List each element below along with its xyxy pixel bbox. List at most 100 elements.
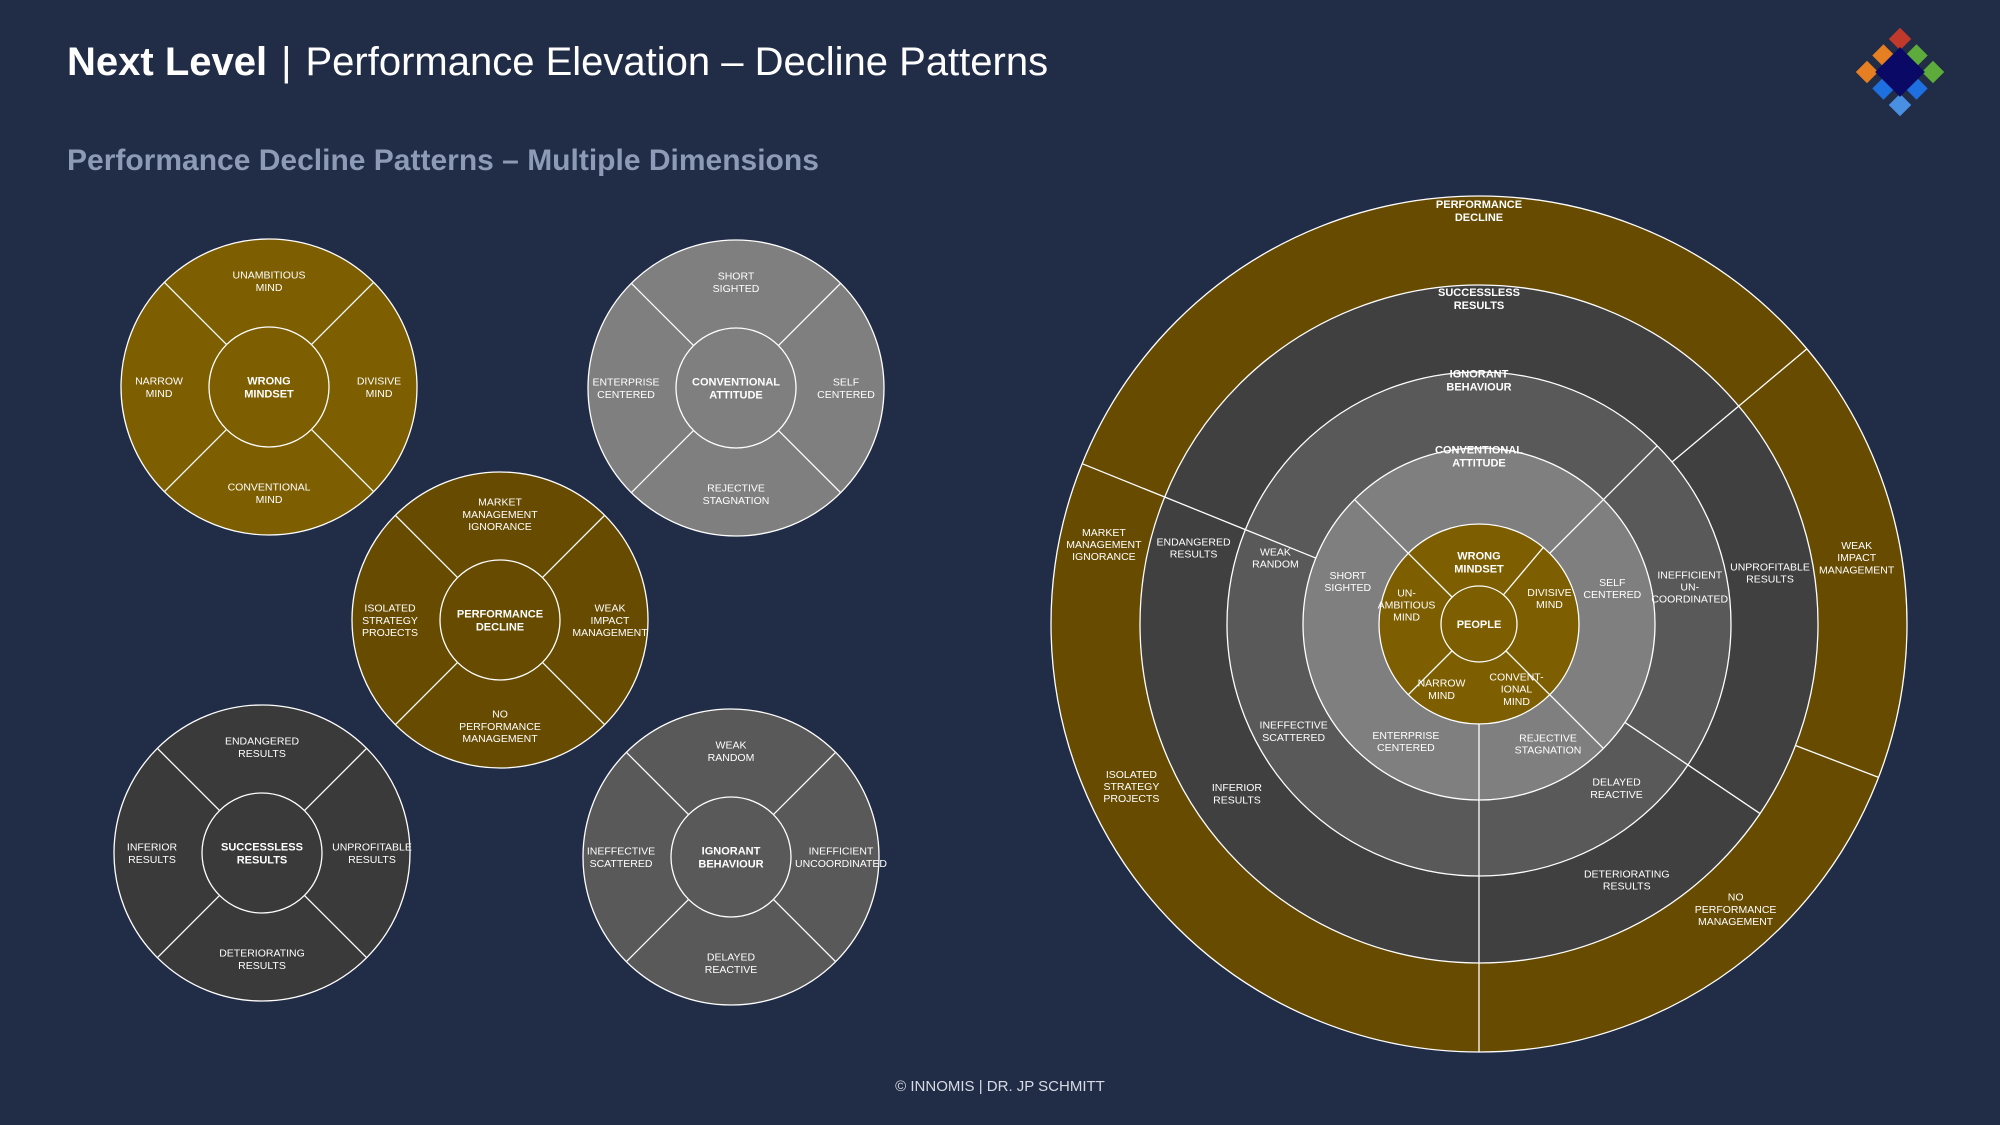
title-rest: Performance Elevation – Decline Patterns [305,40,1049,84]
big-wheel-divider [1624,721,1689,766]
logo-diamond-mosaic-icon [1855,27,1945,117]
big-wheel-divider [1602,445,1658,501]
big-wheel-divider [1245,528,1317,559]
wheel-divider [310,281,375,346]
big-wheel-divider [1354,499,1409,554]
wheel-divider [625,898,690,963]
big-wheel-divider [1505,650,1551,696]
big-wheel-divider [1795,744,1879,778]
wheel-inner-circle [675,327,797,449]
logo-center-tile [1875,47,1925,97]
title-bold: Next Level [67,40,268,84]
wheel-divider [777,282,842,347]
footer-copyright: © INNOMIS | DR. JP SCHMITT [895,1078,1105,1095]
wheel-divider [163,281,228,346]
page-subtitle: Performance Decline Patterns – Multiple … [67,144,819,177]
big-wheel-divider [1671,405,1740,463]
big-wheel-core [1440,585,1518,663]
wheel-divider [772,898,837,963]
wheel-inner-circle [439,559,561,681]
wheel-inner-circle [201,792,323,914]
wheel-divider [394,514,459,579]
big-wheel-core-label: PEOPLE [1457,619,1502,631]
wheel-inner-circle [670,796,792,918]
wheel-divider [630,429,695,494]
wheel-divider [303,747,368,812]
wheel-divider [777,429,842,494]
logo-tile [1921,60,1945,84]
wheel-divider [541,661,606,726]
wheel-divider [541,514,606,579]
logo-tile [1888,27,1912,51]
wheel-divider [156,747,221,812]
wheel-divider [156,894,221,959]
wheel-divider [772,751,837,816]
wheel-divider [625,751,690,816]
wheel-inner-circle [208,326,330,448]
big-wheel-divider [1407,650,1453,696]
logo-tile [1855,60,1879,84]
page-title: Next Level | Performance Elevation – Decli… [67,40,1048,85]
big-wheel-divider [1549,499,1604,554]
wheel-divider [303,894,368,959]
big-wheel-divider [1502,546,1544,596]
big-wheel-divider [1687,764,1761,815]
wheel-divider [630,282,695,347]
big-wheel-divider [1549,694,1604,749]
big-wheel-divider [1164,496,1246,531]
title-separator: | [281,40,292,84]
big-wheel-divider [1081,463,1165,498]
big-wheel-divider [1738,348,1808,407]
wheel-divider [394,661,459,726]
